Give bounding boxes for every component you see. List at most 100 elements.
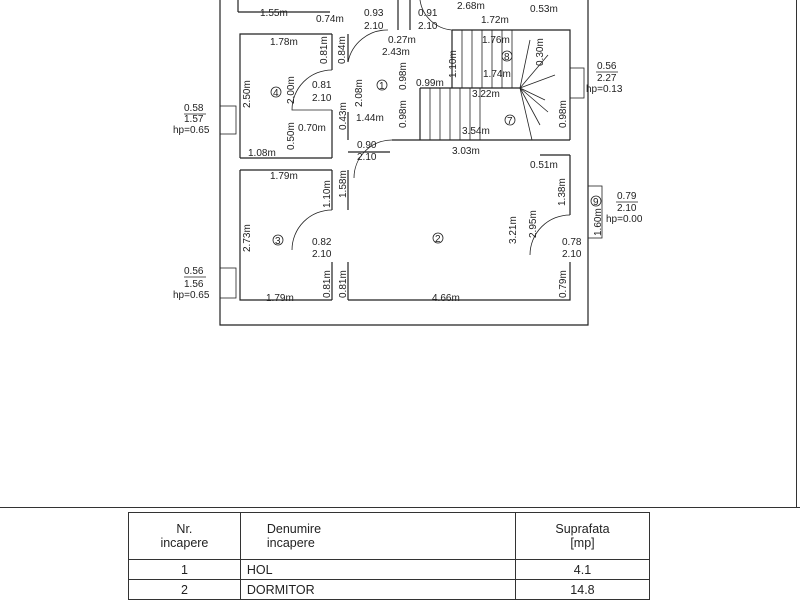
dimension-label: 0.43m xyxy=(338,102,349,130)
dimension-label: 0.99m xyxy=(416,78,444,89)
header-text: Nr. incapere xyxy=(160,522,209,550)
room-number: 8 xyxy=(504,52,510,63)
dimension-label: 0.81 xyxy=(312,80,332,91)
dimension-label: 1.10m xyxy=(448,50,459,78)
dimension-label: 2.08m xyxy=(354,79,365,107)
dimension-label: 0.90 xyxy=(357,140,377,151)
dimension-label: 2.10 xyxy=(312,93,332,104)
dimension-label: 3.03m xyxy=(452,146,480,157)
dimension-label: 1.79m xyxy=(270,171,298,182)
dimension-label: 0.79m xyxy=(558,270,569,298)
window-width: 0.56 xyxy=(184,266,204,277)
cell-area: 4.1 xyxy=(514,559,651,580)
window-width: 0.79 xyxy=(617,191,637,202)
dimension-label: 0.82 xyxy=(312,237,332,248)
cell-room-name: HOL xyxy=(239,559,516,580)
window-parapet: hp=0.65 xyxy=(173,290,210,301)
dimension-label: 2.43m xyxy=(382,47,410,58)
frame-line xyxy=(796,0,797,508)
dimension-label: 2.73m xyxy=(242,224,253,252)
cell-room-number: 1 xyxy=(128,559,241,580)
dimension-label: 2.50m xyxy=(242,80,253,108)
window-width: 0.56 xyxy=(597,61,617,72)
dimension-label: 1.74m xyxy=(483,69,511,80)
cell-room-number: 2 xyxy=(128,579,241,600)
dimension-label: 0.74m xyxy=(316,14,344,25)
dimension-label: 0.84m xyxy=(337,36,348,64)
dimension-label: 0.81m xyxy=(322,270,333,298)
dimension-label: 0.27m xyxy=(388,35,416,46)
dimension-label: 0.98m xyxy=(558,100,569,128)
room-number: 4 xyxy=(273,88,279,99)
dimension-label: 0.30m xyxy=(535,38,546,66)
window-labels: 0.58 1.57 hp=0.65 0.56 1.56 hp=0.65 0.56… xyxy=(173,61,643,301)
header-text: Denumire incapere xyxy=(266,522,322,550)
dimension-label: 3.54m xyxy=(462,126,490,137)
dimension-label: 0.81m xyxy=(338,270,349,298)
dimension-label: 1.78m xyxy=(270,37,298,48)
dimension-label: 0.81m xyxy=(319,36,330,64)
table-header-row: Nr. incapere Denumire incapere Suprafata… xyxy=(128,512,651,560)
dimension-label: 3.21m xyxy=(508,216,519,244)
dimension-label: 0.98m xyxy=(398,62,409,90)
dimension-label: 1.79m xyxy=(266,293,294,304)
dimension-label: 2.00m xyxy=(286,76,297,104)
dimension-label: 1.10m xyxy=(322,180,333,208)
header-text: Suprafata [mp] xyxy=(555,522,610,550)
header-room-number: Nr. incapere xyxy=(128,512,241,560)
floor-plan: 1 2 3 4 7 8 9 1.55m 0.74m 0.93 2.10 0.91… xyxy=(173,0,643,326)
dimension-label: 2.10 xyxy=(364,21,384,32)
cell-room-name: DORMITOR xyxy=(239,579,516,600)
dimension-label: 3.22m xyxy=(472,89,500,100)
dimension-label: 1.55m xyxy=(260,8,288,19)
dimension-label: 2.10 xyxy=(562,249,582,260)
dimension-label: 0.91 xyxy=(418,8,438,19)
window-height: 1.57 xyxy=(184,114,204,125)
dimension-label: 0.98m xyxy=(398,100,409,128)
dimension-label: 1.44m xyxy=(356,113,384,124)
table-row: 1 HOL 4.1 xyxy=(128,559,651,580)
rooms-table: Nr. incapere Denumire incapere Suprafata… xyxy=(128,512,651,600)
header-room-name: Denumire incapere xyxy=(239,512,516,560)
dimension-labels: 1.55m 0.74m 0.93 2.10 0.91 2.10 2.68m 0.… xyxy=(242,1,604,304)
window-marks xyxy=(219,67,603,299)
header-area: Suprafata [mp] xyxy=(514,512,651,560)
dimension-label: 2.95m xyxy=(528,210,539,238)
dimension-label: 1.58m xyxy=(338,170,349,198)
window-height: 1.56 xyxy=(184,279,204,290)
dimension-label: 0.50m xyxy=(286,122,297,150)
window-parapet: hp=0.13 xyxy=(586,84,623,95)
dimension-label: 2.68m xyxy=(457,1,485,12)
window-height: 2.10 xyxy=(617,203,637,214)
table-row: 2 DORMITOR 14.8 xyxy=(128,579,651,600)
dimension-label: 0.78 xyxy=(562,237,582,248)
dimension-label: 0.51m xyxy=(530,160,558,171)
dimension-label: 0.53m xyxy=(530,4,558,15)
dimension-label: 1.38m xyxy=(557,178,568,206)
dimension-label: 1.76m xyxy=(482,35,510,46)
cell-area: 14.8 xyxy=(514,579,651,600)
dimension-label: 0.70m xyxy=(298,123,326,134)
dimension-label: 2.10 xyxy=(357,152,377,163)
room-number: 3 xyxy=(275,236,281,247)
window-height: 2.27 xyxy=(597,73,617,84)
room-number: 7 xyxy=(507,116,513,127)
dimension-label: 2.10 xyxy=(418,21,438,32)
dimension-label: 1.72m xyxy=(481,15,509,26)
dimension-label: 1.08m xyxy=(248,148,276,159)
doors xyxy=(291,0,571,256)
dimension-label: 1.60m xyxy=(593,208,604,236)
window-parapet: hp=0.65 xyxy=(173,125,210,136)
room-numbers: 1 2 3 4 7 8 9 xyxy=(273,52,599,247)
dimension-label: 0.93 xyxy=(364,8,384,19)
dimension-label: 4.66m xyxy=(432,293,460,304)
room-number: 1 xyxy=(379,81,385,92)
room-number: 2 xyxy=(435,234,441,245)
dimension-label: 2.10 xyxy=(312,249,332,260)
window-width: 0.58 xyxy=(184,103,204,114)
window-parapet: hp=0.00 xyxy=(606,214,643,225)
page-divider xyxy=(0,507,800,508)
stair-steps xyxy=(429,30,556,141)
room-number: 9 xyxy=(593,197,599,208)
room-number-circles xyxy=(270,50,602,246)
